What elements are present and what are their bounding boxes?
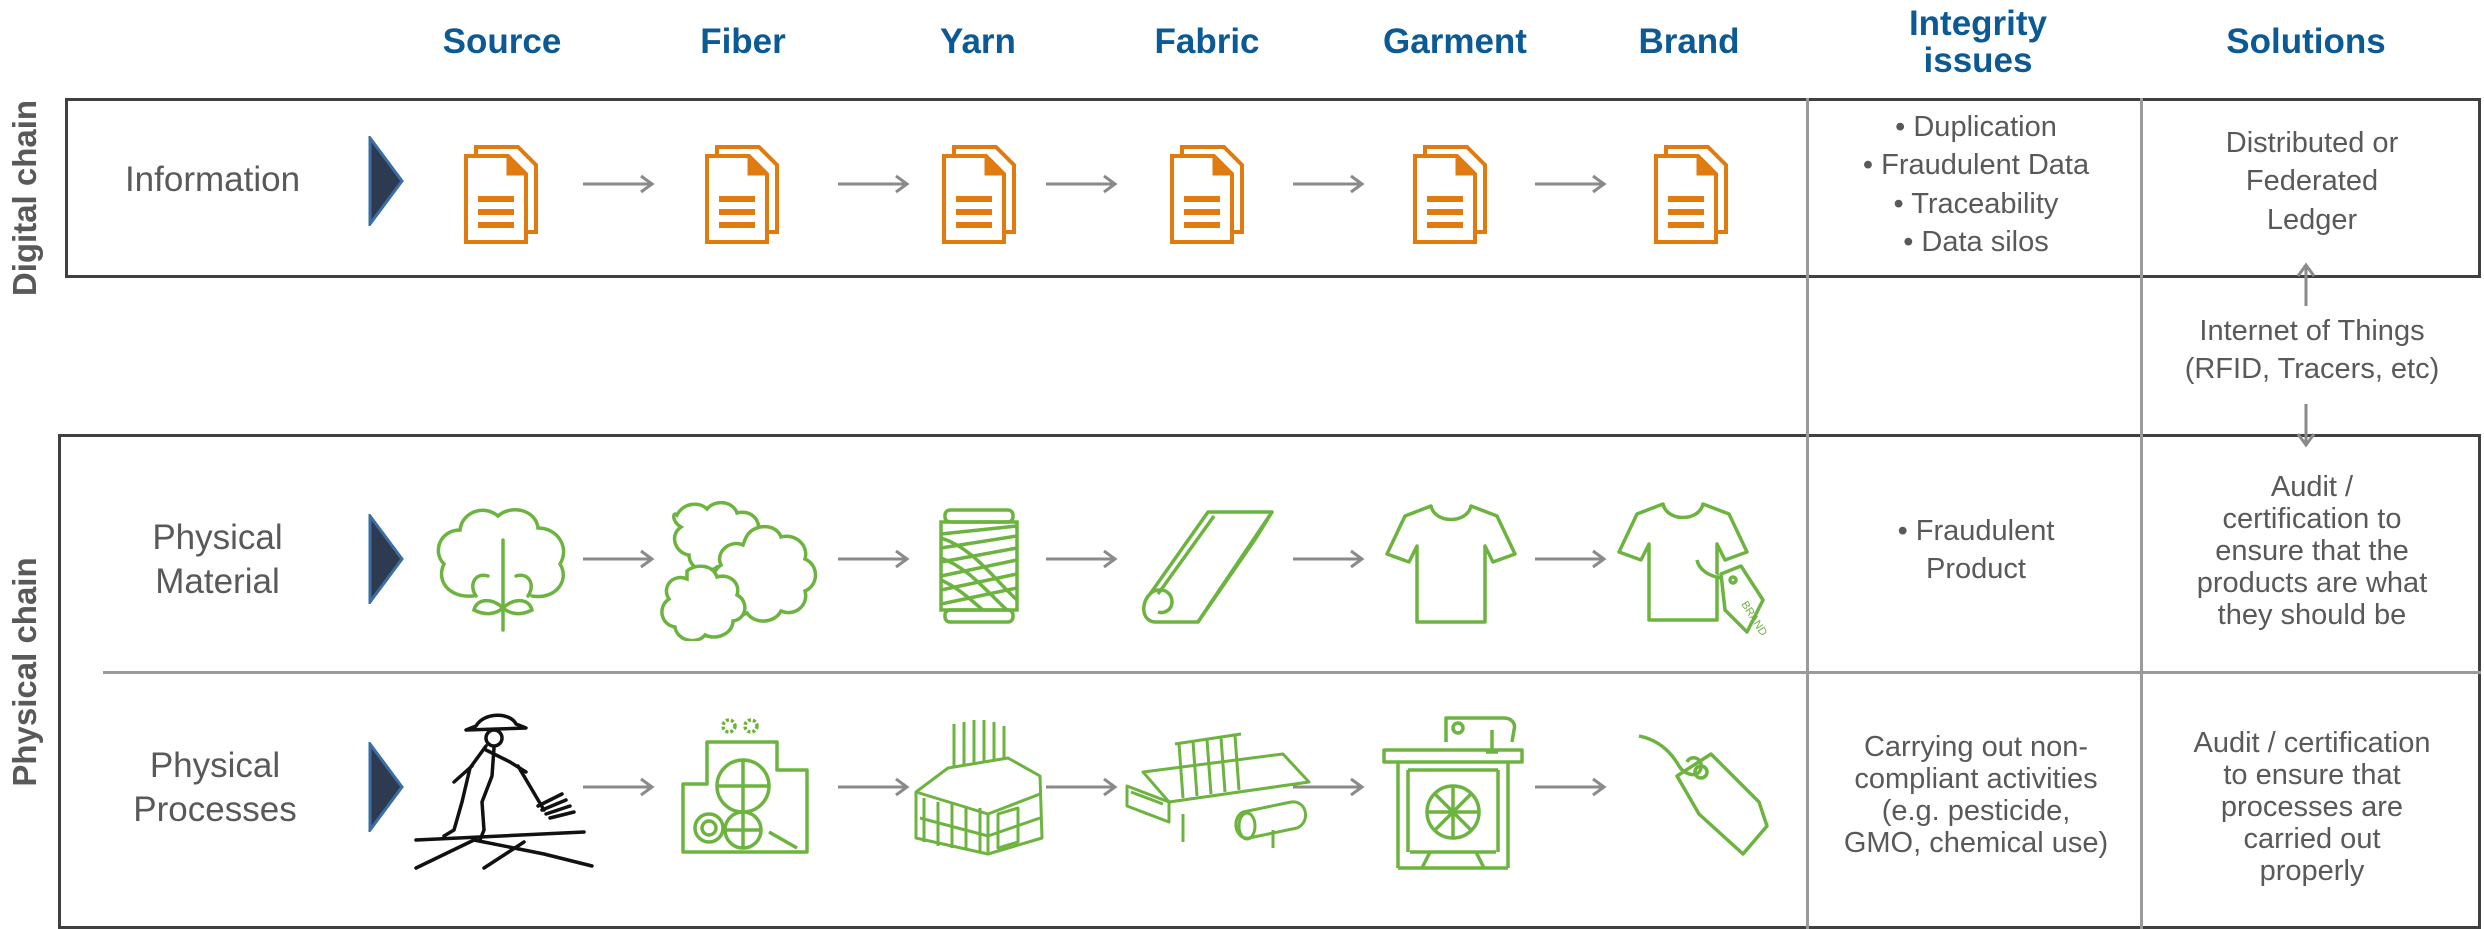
flow-arrow [838,174,910,194]
flow-arrow [583,174,655,194]
solution-physical-material: Audit / certification to ensure that the… [2146,471,2478,631]
flow-arrow [838,777,910,797]
flow-arrow [1535,777,1607,797]
fabric-roll-icon [1142,510,1274,624]
integrity-item: • Traceability [1893,187,2059,220]
flow-arrow [583,777,655,797]
solution-line: ensure that the [2215,534,2409,567]
document-icon [705,145,779,244]
flow-arrow [1293,777,1365,797]
physical-chain-frame [58,434,2481,929]
flow-arrow [1535,174,1607,194]
document-icon [942,145,1016,244]
document-icon [464,145,538,244]
integrity-divider [1806,98,1809,929]
row-label-physical-material: Physical Material [152,518,283,601]
integrity-item: GMO, chemical use) [1843,826,2109,859]
flow-arrow [1293,174,1365,194]
column-header-fabric: Fabric [1154,22,1260,61]
integrity-item: Product [1926,553,2026,586]
integrity-item: Carrying out non- [1863,731,2089,763]
document-icon [1654,145,1728,244]
column-header-fiber: Fiber [700,22,786,61]
integrity-item: • Duplication [1895,111,2057,143]
flow-arrow [1046,777,1118,797]
column-header-solutions: Solutions [2226,22,2386,61]
integrity-item: • Data silos [1903,225,2049,258]
solution-line: processes are [2220,790,2404,823]
price-tag-icon [1638,734,1769,856]
cotton-plant-icon [436,508,566,632]
column-header-yarn: Yarn [940,22,1016,61]
solution-line: Distributed or [2225,127,2399,159]
flow-arrow [1293,549,1365,569]
cotton-fiber-icon [660,500,818,641]
solution-line: they should be [2217,598,2407,631]
document-icon [1170,145,1244,244]
farmer-icon [414,713,594,870]
flow-arrow [1046,549,1118,569]
integrity-item: • Fraudulent [1897,515,2055,547]
solutions-divider [2140,98,2143,929]
solution-line: properly [2259,854,2365,887]
solution-line: (RFID, Tracers, etc) [2184,353,2440,386]
solution-line: Audit / [2270,471,2354,503]
integrity-item: compliant activities [1854,762,2098,795]
tshirt-icon [1385,504,1517,624]
solution-physical-processes: Audit / certification to ensure that pro… [2146,727,2478,887]
loom-icon [1125,732,1311,848]
ginning-machine-icon [681,718,809,854]
integrity-information: • Duplication • Fraudulent Data • Tracea… [1812,108,2140,261]
iot-down-arrow [2296,404,2316,448]
tagged-tshirt-icon: BRAND [1617,502,1767,636]
spinning-machine-icon [914,720,1044,856]
solution-line: to ensure that [2223,758,2401,791]
solution-iot: Internet of Things (RFID, Tracers, etc) [2146,312,2478,389]
integrity-physical-processes: Carrying out non- compliant activities (… [1812,731,2140,860]
yarn-spool-icon [939,508,1019,624]
physical-chain-label: Physical chain [6,557,43,787]
integrity-item: • Fraudulent Data [1862,149,2090,182]
solution-line: Audit / certification [2193,727,2431,759]
row-pointer-physical-material [368,514,404,604]
solution-information: Distributed or Federated Ledger [2146,124,2478,239]
flow-arrow [838,549,910,569]
sewing-machine-icon [1382,716,1524,870]
flow-arrow [583,549,655,569]
solution-line: Internet of Things [2199,315,2425,347]
column-header-garment: Garment [1383,22,1527,61]
flow-arrow [1046,174,1118,194]
solution-line: carried out [2243,822,2381,855]
column-header-integrity: Integrity issues [1908,4,2048,80]
iot-up-arrow [2296,262,2316,306]
column-header-brand: Brand [1638,22,1740,61]
document-icon [1413,145,1487,244]
solution-line: products are what [2196,566,2428,599]
solution-line: Ledger [2266,203,2358,236]
physical-row-divider [103,671,2481,674]
column-header-source: Source [442,22,562,61]
flow-arrow [1535,549,1607,569]
row-label-physical-processes: Physical Processes [133,746,297,829]
solution-line: certification to [2222,502,2402,535]
integrity-item: (e.g. pesticide, [1881,794,2071,827]
integrity-physical-material: • Fraudulent Product [1812,512,2140,589]
row-pointer-information [368,136,404,226]
row-label-information: Information [124,160,301,199]
solution-line: Federated [2245,165,2379,198]
digital-chain-label: Digital chain [6,99,43,297]
digital-chain-frame [65,98,2481,278]
row-pointer-physical-processes [368,742,404,832]
